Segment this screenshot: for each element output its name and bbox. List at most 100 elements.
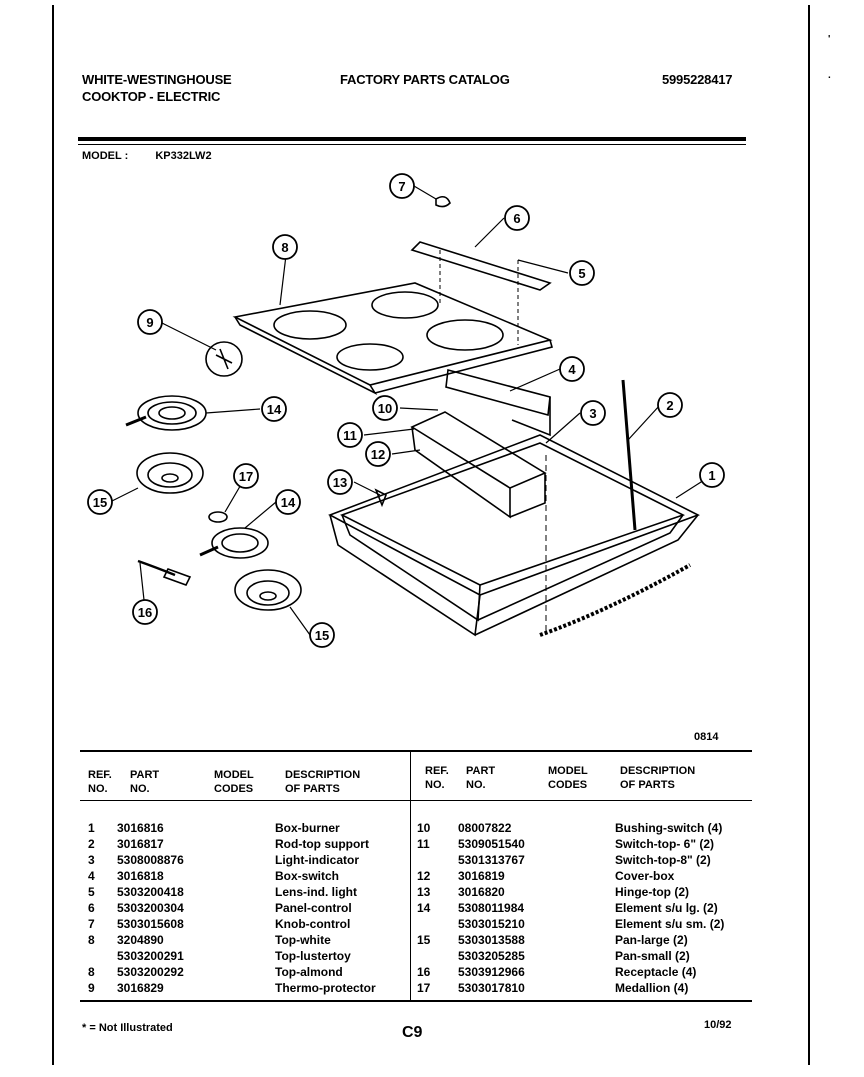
scan-mark: ' [828, 34, 831, 45]
page-number: C9 [402, 1024, 423, 1041]
diagram-code: 0814 [694, 731, 719, 743]
cell-ref: 17 [417, 981, 431, 995]
cell-desc: Top-white [275, 933, 331, 947]
header-rule [78, 137, 746, 141]
cell-part: 3204890 [117, 933, 164, 947]
rod-top-support [621, 379, 637, 531]
callout-label: 13 [333, 475, 347, 490]
callout-11: 11 [337, 422, 363, 448]
cell-ref: 4 [88, 869, 95, 883]
cell-ref: 3 [88, 853, 95, 867]
callout-label: 15 [93, 495, 107, 510]
cell-desc: Pan-large (2) [615, 933, 688, 947]
cell-part: 5303912966 [458, 965, 525, 979]
callout-label: 3 [589, 406, 596, 421]
callout-9: 9 [137, 309, 163, 335]
cell-desc: Panel-control [275, 901, 352, 915]
cell-ref: 10 [417, 821, 431, 835]
hdr-ref: REF.NO. [88, 769, 112, 795]
callout-4: 4 [559, 356, 585, 382]
cell-ref: 8 [88, 933, 95, 947]
hdr-ref-right: REF.NO. [425, 765, 449, 791]
cell-ref: 13 [417, 885, 431, 899]
cell-part: 5301313767 [458, 853, 525, 867]
cell-ref: 12 [417, 869, 431, 883]
cell-part: 3016819 [458, 869, 505, 883]
callout-label: 10 [378, 401, 392, 416]
cell-ref: 5 [88, 885, 95, 899]
cell-part: 5303200292 [117, 965, 184, 979]
product-type: COOKTOP - ELECTRIC [82, 89, 221, 104]
cell-desc: Light-indicator [275, 853, 359, 867]
callout-17: 17 [233, 463, 259, 489]
cell-ref: 16 [417, 965, 431, 979]
model-label: MODEL : [82, 150, 129, 162]
cell-part: 08007822 [458, 821, 512, 835]
callout-14: 14 [261, 396, 287, 422]
cell-ref: 7 [88, 917, 95, 931]
callout-label: 1 [708, 468, 715, 483]
cell-desc: Knob-control [275, 917, 351, 931]
cell-part: 5303205285 [458, 949, 525, 963]
hinge [374, 488, 388, 508]
cell-ref: 11 [417, 837, 430, 851]
revision-date: 10/92 [704, 1019, 732, 1031]
callout-6: 6 [504, 205, 530, 231]
cell-part: 5303013588 [458, 933, 525, 947]
cell-desc: Element s/u sm. (2) [615, 917, 725, 931]
callout-label: 2 [666, 398, 673, 413]
cell-ref: 14 [417, 901, 431, 915]
callout-label: 9 [146, 315, 153, 330]
callout-14: 14 [275, 489, 301, 515]
cell-desc: Receptacle (4) [615, 965, 697, 979]
callout-1: 1 [699, 462, 725, 488]
cell-desc: Switch-top- 6" (2) [615, 837, 715, 851]
cell-desc: Cover-box [615, 869, 675, 883]
callout-leaders [109, 185, 713, 636]
cell-ref: 9 [88, 981, 95, 995]
header-underline-left [80, 800, 410, 801]
cell-part: 3016818 [117, 869, 164, 883]
callout-label: 16 [138, 605, 152, 620]
cooktop-top [232, 282, 553, 396]
callout-label: 14 [267, 402, 282, 417]
pan-small [234, 569, 302, 611]
callout-label: 7 [398, 179, 405, 194]
cell-part: 5303017810 [458, 981, 525, 995]
callout-label: 11 [343, 428, 357, 443]
pan-large [136, 452, 204, 494]
callout-2: 2 [657, 392, 683, 418]
cell-desc: Box-burner [275, 821, 340, 835]
callout-15: 15 [87, 489, 113, 515]
catalog-number: 5995228417 [662, 72, 733, 87]
power-cord [539, 563, 691, 637]
cell-part: 5303015608 [117, 917, 184, 931]
cell-part: 5303200418 [117, 885, 184, 899]
cell-part: 5309051540 [458, 837, 525, 851]
cell-part: 5303015210 [458, 917, 525, 931]
cell-part: 3016816 [117, 821, 164, 835]
page-frame [52, 5, 810, 1065]
footnote: * = Not Illustrated [82, 1022, 173, 1034]
cell-ref: 15 [417, 933, 431, 947]
cell-desc: Top-almond [275, 965, 343, 979]
cell-desc: Hinge-top (2) [615, 885, 689, 899]
burner-box [328, 434, 701, 637]
callout-label: 12 [371, 447, 385, 462]
header-rule-thin [78, 144, 746, 145]
callout-8: 8 [272, 234, 298, 260]
cell-part: 3016817 [117, 837, 164, 851]
model-line: MODEL : KP332LW2 [82, 150, 236, 162]
cell-part: 5303200304 [117, 901, 184, 915]
cell-desc: Box-switch [275, 869, 340, 883]
cell-part: 5308011984 [458, 901, 525, 915]
cell-ref: 6 [88, 901, 95, 915]
